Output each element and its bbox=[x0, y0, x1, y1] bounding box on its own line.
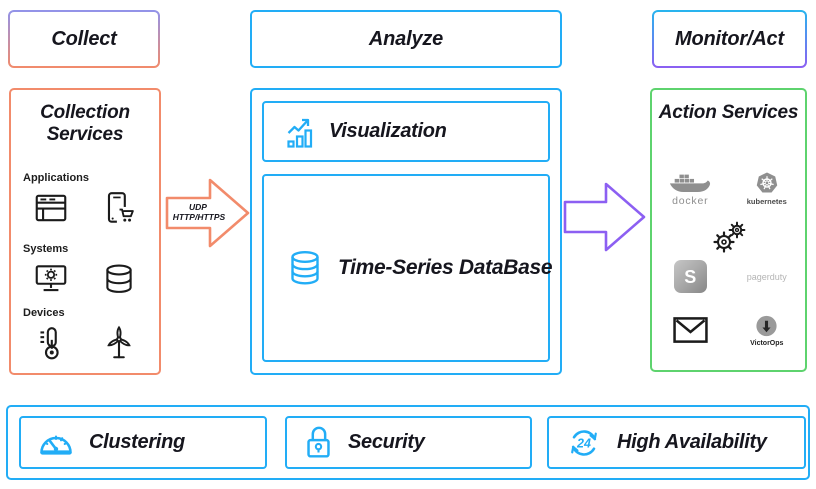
section-devices: Devices bbox=[23, 307, 147, 362]
section-applications-label: Applications bbox=[23, 172, 90, 184]
collection-services-panel: Collection Services Applications bbox=[9, 88, 161, 375]
header-collect-label: Collect bbox=[51, 27, 117, 50]
clustering-label: Clustering bbox=[89, 431, 185, 453]
visualization-box: Visualization bbox=[262, 101, 550, 162]
collection-services-title: Collection Services bbox=[40, 102, 130, 146]
wind-turbine-icon bbox=[107, 325, 131, 359]
analyze-panel: Visualization Time-Series DataBase bbox=[250, 88, 562, 375]
victorops-cell: VictorOps bbox=[729, 314, 806, 347]
mobile-shopping-icon bbox=[107, 192, 137, 224]
section-devices-label: Devices bbox=[23, 307, 65, 319]
platform-bar: Clustering Security bbox=[6, 405, 810, 480]
section-applications: Applications bbox=[23, 172, 147, 227]
header-monitor-act-label: Monitor/Act bbox=[675, 27, 784, 50]
section-systems: Systems bbox=[23, 243, 147, 298]
action-row-gears bbox=[652, 218, 805, 258]
tsdb-label: Time-Series DataBase bbox=[338, 256, 553, 279]
kubernetes-label: kubernetes bbox=[746, 197, 787, 206]
envelope-icon bbox=[673, 317, 708, 343]
email-cell bbox=[652, 316, 729, 345]
docker-label: docker bbox=[672, 195, 709, 207]
ingest-arrow-label: UDP HTTP/HTTPS bbox=[173, 202, 226, 222]
lock-icon bbox=[307, 426, 330, 458]
header-analyze: Analyze bbox=[250, 10, 562, 68]
thermometer-icon bbox=[40, 327, 59, 360]
kubernetes-cell: kubernetes bbox=[729, 171, 806, 206]
action-arrow bbox=[563, 182, 646, 252]
high-availability-box: 24 High Availability bbox=[547, 416, 806, 469]
cycle-24-text: 24 bbox=[576, 436, 591, 450]
cycle-24-icon: 24 bbox=[571, 429, 597, 456]
victorops-logo bbox=[756, 315, 777, 337]
web-app-icon bbox=[35, 194, 67, 222]
slack-cell: S bbox=[652, 260, 729, 293]
action-row-notify2: VictorOps bbox=[652, 314, 805, 347]
slack-letter: S bbox=[684, 266, 697, 287]
tsdb-box: Time-Series DataBase bbox=[262, 174, 553, 362]
database-cylinder-icon bbox=[291, 250, 319, 285]
computer-gear-icon bbox=[35, 265, 67, 292]
header-analyze-label: Analyze bbox=[368, 27, 444, 50]
docker-logo bbox=[670, 174, 711, 193]
action-services-panel: Action Services docker bbox=[650, 88, 807, 372]
kubernetes-logo bbox=[756, 172, 777, 193]
gears-icon bbox=[712, 221, 745, 253]
security-box: Security bbox=[285, 416, 532, 469]
visualization-label: Visualization bbox=[329, 120, 447, 142]
ingest-protocol-line2: HTTP/HTTPS bbox=[173, 212, 226, 222]
gauge-icon bbox=[40, 435, 72, 455]
pagerduty-logo: pagerduty bbox=[746, 271, 787, 282]
bar-chart-trend-icon bbox=[287, 118, 313, 148]
section-systems-label: Systems bbox=[23, 243, 69, 255]
security-label: Security bbox=[348, 431, 425, 453]
action-services-title: Action Services bbox=[658, 102, 799, 123]
clustering-box: Clustering bbox=[19, 416, 267, 469]
pagerduty-cell: pagerduty bbox=[729, 272, 806, 282]
action-row-containers: docker kubernetes bbox=[652, 170, 805, 207]
header-monitor-act: Monitor/Act bbox=[652, 10, 807, 68]
database-icon bbox=[106, 264, 132, 293]
header-collect: Collect bbox=[8, 10, 160, 68]
high-availability-label: High Availability bbox=[617, 431, 767, 453]
docker-cell: docker bbox=[652, 170, 729, 207]
victorops-label: VictorOps bbox=[750, 340, 784, 347]
ingest-arrow: UDP HTTP/HTTPS bbox=[165, 178, 250, 248]
ingest-protocol-line1: UDP bbox=[189, 202, 207, 212]
slack-logo: S bbox=[673, 260, 707, 293]
action-row-notify1: S pagerduty bbox=[652, 260, 805, 293]
